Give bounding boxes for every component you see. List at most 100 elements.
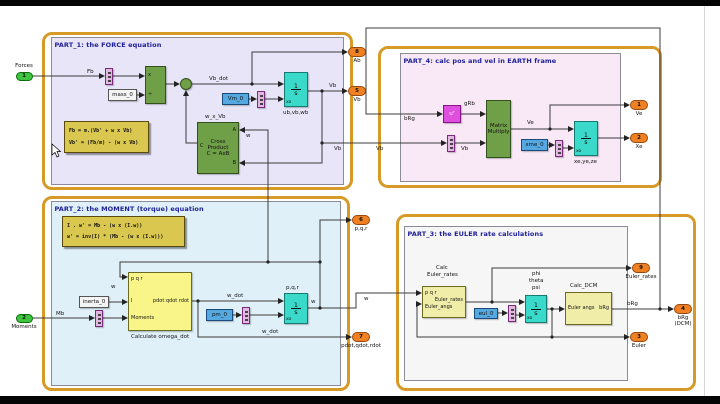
outport-xe[interactable]: 2 [630, 133, 648, 143]
integrator-phi-theta-psi-x0-label: xo [527, 316, 533, 321]
pm-mux-block[interactable] [242, 307, 250, 324]
signal-label: Mb [56, 311, 65, 317]
integrator-denominator: s [294, 89, 298, 97]
mux-mark [259, 102, 263, 105]
outport-euler[interactable]: 3 [630, 332, 648, 342]
inport-forces[interactable]: 1 [15, 71, 33, 81]
mux-mark [510, 312, 514, 315]
annotation-force-equations[interactable]: Fb = m.(Vb' + w x Vb) Vb' = (Fb/m) - (w x… [64, 121, 149, 153]
cross-product-port-label: B [232, 160, 236, 166]
signal-label: xe,ye,ze [574, 159, 597, 165]
xme-0-block[interactable]: xme_0 [521, 139, 548, 151]
signal-label: Calc [436, 265, 448, 271]
signal-label: w [311, 299, 316, 305]
signal-label: w [246, 133, 251, 139]
vm-mux-block[interactable] [257, 91, 265, 108]
annotation-line: Vb' = (Fb/m) - (w x Vb) [69, 140, 139, 146]
vm-0-block[interactable]: Vm_0 [222, 93, 249, 105]
mux-mark [449, 142, 453, 145]
pm-0-block[interactable]: pm_0 [206, 309, 233, 321]
integrator-numerator: 1 [290, 82, 302, 90]
integrator-p-q-r-x0-label: xo [286, 317, 292, 322]
mux-mark [97, 313, 101, 316]
mass-0-block[interactable]: mass_0 [108, 89, 137, 101]
signal-label: psi [532, 285, 540, 291]
calc-euler-rates-port-label: Euler_angs [425, 304, 453, 310]
mux-mark [97, 321, 101, 324]
outport-brg[interactable]: 4 [674, 304, 692, 314]
signal-label: w [111, 284, 116, 290]
outport-euler-label: Euler [631, 343, 647, 349]
signal-label: bRg [404, 116, 415, 122]
eul-0-block[interactable]: eul_0 [474, 308, 498, 319]
outport-pqr-label: p,q,r [354, 226, 368, 232]
product-divide-port-label: x [148, 72, 151, 78]
container-part2-title: PART_2: the MOMENT (torque) equation [54, 204, 204, 213]
mux-mark [244, 310, 248, 313]
signal-label: Calculate omega_dot [131, 334, 190, 340]
mux-mark [557, 143, 561, 146]
mux-mark [97, 317, 101, 320]
signal-label: Vb_dot [209, 76, 229, 82]
mux-mark [449, 138, 453, 141]
signal-label: theta [529, 278, 544, 284]
annotation-line: Fb = m.(Vb' + w x Vb) [69, 128, 133, 134]
signal-label: p,q,r [286, 285, 299, 291]
mux-mark [107, 71, 111, 74]
calc-dcm-port-label: Euler angs [568, 305, 595, 311]
mux-mark [259, 94, 263, 97]
sum-junction-block[interactable] [180, 78, 192, 90]
inport-moments[interactable]: 2 [15, 313, 33, 323]
mux-mark [107, 79, 111, 82]
eul-mux-block[interactable] [508, 305, 516, 322]
container-part4[interactable]: PART_4: calc pos and vel in EARTH frame [378, 46, 662, 188]
outport-ab[interactable]: 8 [348, 47, 366, 57]
signal-label: Fb [87, 69, 94, 75]
product-divide-block[interactable]: x÷ [145, 66, 166, 104]
outport-pqr[interactable]: 6 [352, 215, 370, 225]
fb-demux-block[interactable] [105, 68, 113, 85]
container-part3-title: PART_3: the EULER rate calculations [407, 229, 544, 238]
mux-mark [244, 314, 248, 317]
letterbox-top [0, 0, 720, 6]
signal-label: Ve [527, 120, 534, 126]
outport-ve-label: Ve [635, 111, 643, 117]
inerta-0-block[interactable]: inerta_0 [79, 296, 109, 308]
xme-mux-block[interactable] [555, 140, 563, 157]
outport-vb[interactable]: 5 [348, 86, 366, 96]
signal-label: bRg [627, 301, 638, 307]
outport-vb-label: Vb [353, 97, 361, 103]
matrix-multiply-text: Multiply [487, 129, 510, 135]
signal-label: Calc_DCM [570, 283, 598, 289]
signal-label: Vb [461, 146, 469, 152]
outport-pdot[interactable]: 7 [352, 332, 370, 342]
container-part1-title: PART_1: the FORCE equation [54, 40, 162, 49]
signal-label: gRb [464, 101, 475, 107]
outport-ve[interactable]: 1 [630, 100, 648, 110]
inport-moments-label: Moments [11, 323, 37, 330]
cross-product-text: C = AxB [206, 151, 230, 157]
mb-mux-block[interactable] [95, 310, 103, 327]
cross-product-port-label: A [232, 127, 236, 133]
annotation-moment-equations[interactable]: I . w' = Mb - (w x (I.w))w' = inv(I) * (… [62, 216, 185, 247]
signal-label: w_dot [262, 329, 279, 335]
xme-0-text: xme_0 [525, 142, 544, 148]
vb-mux-block[interactable] [447, 135, 455, 152]
mux-mark [510, 308, 514, 311]
outport-pdot-label: pdot,qdot,rdot [341, 343, 381, 349]
outport-brg-label: bRg (DCM) [674, 315, 692, 327]
transpose-block[interactable]: uᵀ [443, 105, 461, 123]
outport-eulerrates[interactable]: 9 [632, 263, 650, 273]
